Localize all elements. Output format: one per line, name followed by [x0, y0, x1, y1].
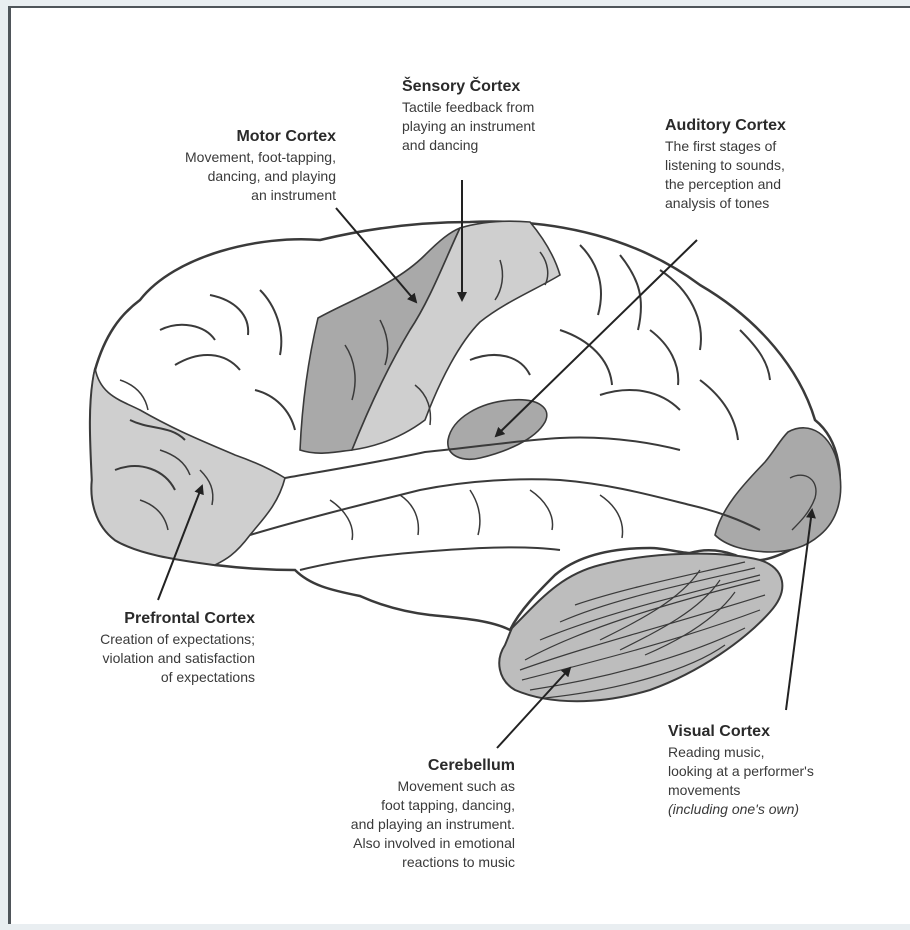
motor-cortex-desc: Movement, foot-tapping, dancing, and pla… [96, 148, 336, 205]
visual-cortex-desc: Reading music, looking at a performer's … [668, 743, 814, 800]
sensory-cortex-title: Šensory Čortex [402, 78, 535, 96]
auditory-cortex-desc: The first stages of listening to sounds,… [665, 137, 786, 213]
motor-cortex-label: Motor Cortex Movement, foot-tapping, dan… [96, 128, 336, 205]
cerebellum-desc: Movement such as foot tapping, dancing, … [255, 777, 515, 872]
sensory-cortex-desc: Tactile feedback from playing an instrum… [402, 98, 535, 155]
visual-cortex-label: Visual Cortex Reading music, looking at … [668, 723, 814, 819]
visual-cortex-title: Visual Cortex [668, 723, 814, 741]
sensory-cortex-label: Šensory Čortex Tactile feedback from pla… [402, 78, 535, 155]
cerebellum-label: Cerebellum Movement such as foot tapping… [255, 757, 515, 872]
prefrontal-cortex-title: Prefrontal Cortex [20, 610, 255, 628]
prefrontal-cortex-label: Prefrontal Cortex Creation of expectatio… [20, 610, 255, 687]
auditory-cortex-label: Auditory Cortex The first stages of list… [665, 117, 786, 213]
visual-cortex-note: (including one's own) [668, 800, 814, 819]
motor-cortex-title: Motor Cortex [96, 128, 336, 146]
auditory-cortex-title: Auditory Cortex [665, 117, 786, 135]
cerebellum-title: Cerebellum [255, 757, 515, 775]
prefrontal-cortex-desc: Creation of expectations; violation and … [20, 630, 255, 687]
